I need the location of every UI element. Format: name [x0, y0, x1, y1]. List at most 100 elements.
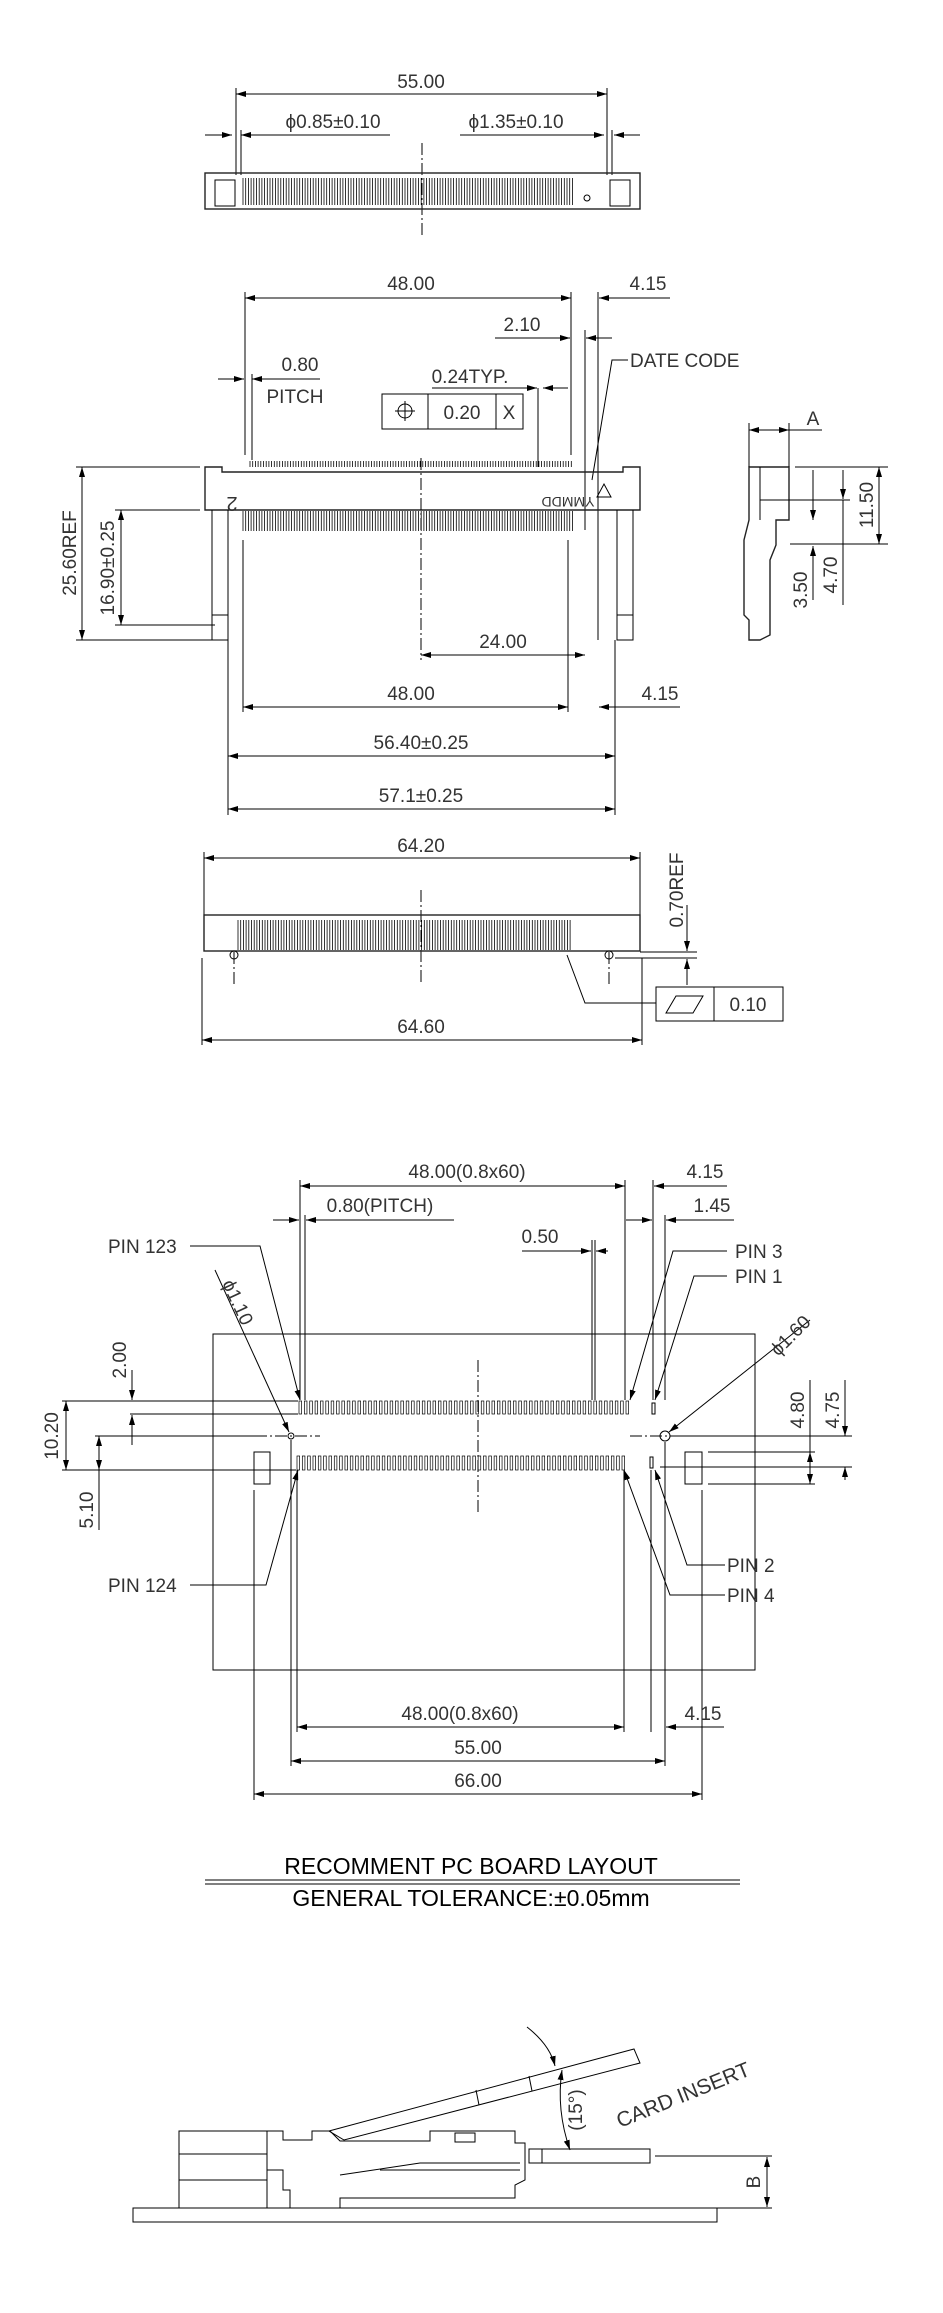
- pcb-pad: [483, 1455, 487, 1471]
- pin1-triangle-icon: [596, 482, 612, 498]
- pcb-pad: [435, 1455, 439, 1471]
- pcb-pad: [588, 1400, 592, 1415]
- dim-pcb-4-80: 4.80: [788, 1392, 809, 1429]
- label-pin-1: PIN 1: [735, 1267, 783, 1288]
- dim-overall-width: 55.00: [397, 72, 445, 93]
- svg-text:X: X: [503, 403, 516, 424]
- position-tolerance-frame: 0.20 X: [381, 393, 524, 430]
- dim-bottom-width: 64.60: [397, 1017, 445, 1038]
- front-view: 48.00 4.15 2.10 DATE CODE 0.80 PITCH 0.2…: [60, 274, 739, 815]
- card-angle: (15°): [566, 2089, 587, 2130]
- pcb-pad: [513, 1400, 517, 1415]
- label-pin-124: PIN 124: [108, 1576, 177, 1597]
- pcb-pad: [579, 1455, 583, 1471]
- pcb-pad: [416, 1400, 420, 1415]
- pcb-pad: [604, 1400, 608, 1415]
- pcb-pad: [355, 1455, 359, 1471]
- dim-hole-large: ϕ1.60: [767, 1312, 816, 1361]
- pcb-pad: [509, 1455, 514, 1471]
- pcb-pad: [309, 1400, 313, 1415]
- pcb-pad: [379, 1400, 383, 1415]
- pcb-pad: [582, 1400, 587, 1415]
- pcb-pad: [421, 1400, 426, 1415]
- pcb-pad: [539, 1400, 544, 1415]
- pcb-pad: [620, 1400, 624, 1415]
- pcb-pad: [307, 1455, 311, 1471]
- dim-height-tol: 16.90±0.25: [98, 521, 119, 616]
- card-insert-label: CARD INSERT: [613, 2058, 753, 2133]
- pcb-pad: [413, 1455, 418, 1471]
- pcb-pad: [451, 1455, 455, 1471]
- pcb-pad: [381, 1455, 386, 1471]
- pcb-pad: [518, 1400, 522, 1415]
- pcb-pad: [362, 1400, 367, 1415]
- pcb-pad: [557, 1455, 562, 1471]
- pcb-pad: [534, 1400, 538, 1415]
- pcb-pad: [488, 1455, 492, 1471]
- pcb-pad: [328, 1455, 332, 1471]
- dim-pin-width: 0.24TYP.: [432, 367, 509, 388]
- pcb-pad: [475, 1400, 479, 1415]
- pcb-pad: [346, 1400, 351, 1415]
- dim-height-ref: 25.60REF: [60, 510, 81, 596]
- pcb-pad: [314, 1400, 319, 1415]
- pcb-pad: [595, 1455, 599, 1471]
- connector-body-bottom: [203, 914, 641, 952]
- pcb-pad: [296, 1455, 300, 1471]
- dim-width-inner: 56.40±0.25: [374, 733, 469, 754]
- pcb-pad: [395, 1400, 399, 1415]
- dim-pcb-4-75: 4.75: [823, 1392, 844, 1429]
- pcb-pad: [531, 1455, 535, 1471]
- pcb-pad: [454, 1400, 458, 1415]
- dim-pcb-pad-width: 0.50: [522, 1227, 559, 1248]
- dim-pcb-pitch-span-bottom: 48.00(0.8x60): [401, 1704, 518, 1725]
- pcb-pad: [432, 1400, 436, 1415]
- pcb-pad: [496, 1400, 501, 1415]
- pcb-pad: [384, 1400, 388, 1415]
- dim-3-50: 3.50: [791, 572, 812, 609]
- general-tolerance: GENERAL TOLERANCE:±0.05mm: [292, 1885, 649, 1911]
- pcb-pad: [545, 1400, 549, 1415]
- pcb-outline: [212, 1333, 756, 1671]
- dim-pitch: 0.80: [282, 355, 319, 376]
- pcb-pad: [563, 1455, 567, 1471]
- dim-pcb-1-45: 1.45: [694, 1196, 731, 1217]
- pcb-pad: [298, 1400, 302, 1415]
- pcb-pad: [507, 1400, 512, 1415]
- pcb-pad: [525, 1455, 530, 1471]
- pcb-pad: [387, 1455, 391, 1471]
- pcb-pad: [614, 1400, 619, 1415]
- dim-hole-small: ϕ1.10: [217, 1277, 256, 1329]
- pcb-pad: [336, 1400, 340, 1415]
- pcb-layout: 48.00(0.8x60) 4.15 0.80(PITCH) 1.45 0.50…: [42, 1162, 852, 1800]
- pcb-pad: [443, 1400, 447, 1415]
- pcb-pad: [445, 1455, 450, 1471]
- position-icon: [395, 401, 415, 421]
- card-insert-view: (15°) CARD INSERT B: [132, 2026, 772, 2223]
- pcb-pad: [552, 1455, 556, 1471]
- pcb-pad: [397, 1455, 402, 1471]
- dim-pcb-hole-span: 55.00: [454, 1738, 502, 1759]
- dim-b: B: [744, 2176, 765, 2189]
- pcb-pad: [368, 1400, 372, 1415]
- dim-offset-bottom: 4.15: [642, 684, 679, 705]
- pcb-pad: [464, 1400, 469, 1415]
- pcb-pad: [480, 1400, 485, 1415]
- dim-hole-left: ϕ0.85±0.10: [285, 112, 380, 133]
- pcb-pad: [529, 1400, 533, 1415]
- side-view: A 11.50 4.70 3.50: [743, 409, 888, 641]
- dim-pcb-pitch: 0.80(PITCH): [327, 1196, 434, 1217]
- pcb-pad: [536, 1455, 540, 1471]
- pcb-pad: [419, 1455, 423, 1471]
- pcb-pad: [357, 1400, 361, 1415]
- pcb-pad: [616, 1455, 620, 1471]
- pcb-pad: [491, 1400, 495, 1415]
- label-a: A: [807, 409, 820, 430]
- contact-pins: [242, 178, 573, 205]
- label-pin-3: PIN 3: [735, 1242, 783, 1263]
- top-view: 55.00 ϕ0.85±0.10 ϕ1.35±0.10: [204, 72, 641, 237]
- dim-offset-top: 4.15: [630, 274, 667, 295]
- pcb-pad: [541, 1455, 546, 1471]
- pcb-pad: [323, 1455, 327, 1471]
